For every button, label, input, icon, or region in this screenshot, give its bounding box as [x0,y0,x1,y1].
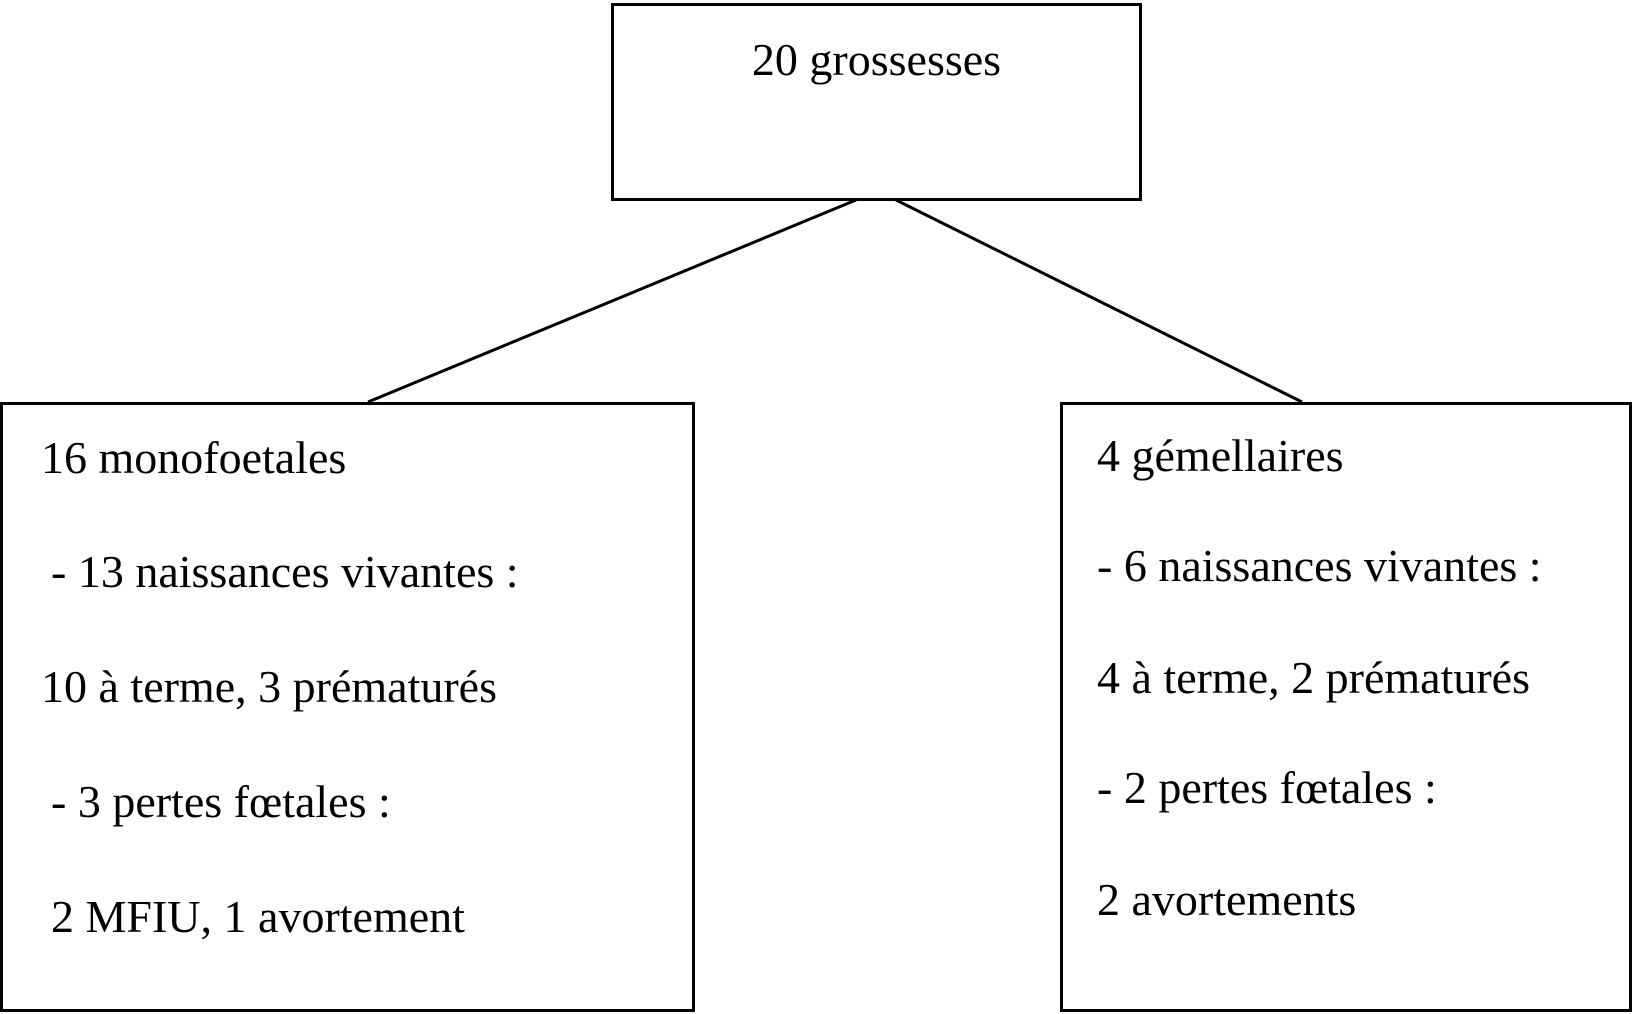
twin-live-births: - 6 naissances vivantes : [1097,540,1542,591]
singleton-losses: - 3 pertes fœtales : [51,776,391,827]
root-node-label: 20 grossesses [751,34,1002,85]
singleton-live-births-detail: 10 à terme, 3 prématurés [41,661,497,712]
singleton-losses-detail: 2 MFIU, 1 avortement [51,891,465,942]
connector-left [367,198,857,404]
singleton-title: 16 monofoetales [41,432,347,483]
root-node-box: 20 grossesses [611,3,1142,201]
connector-right [895,198,1303,404]
twin-losses-detail: 2 avortements [1097,874,1357,925]
twin-live-births-detail: 4 à terme, 2 prématurés [1097,652,1530,703]
singleton-live-births: - 13 naissances vivantes : [51,546,519,597]
twin-title: 4 gémellaires [1097,430,1344,481]
singleton-node-box: 16 monofoetales - 13 naissances vivantes… [0,402,695,1012]
twin-node-box: 4 gémellaires - 6 naissances vivantes : … [1060,402,1632,1012]
twin-losses: - 2 pertes fœtales : [1097,762,1437,813]
